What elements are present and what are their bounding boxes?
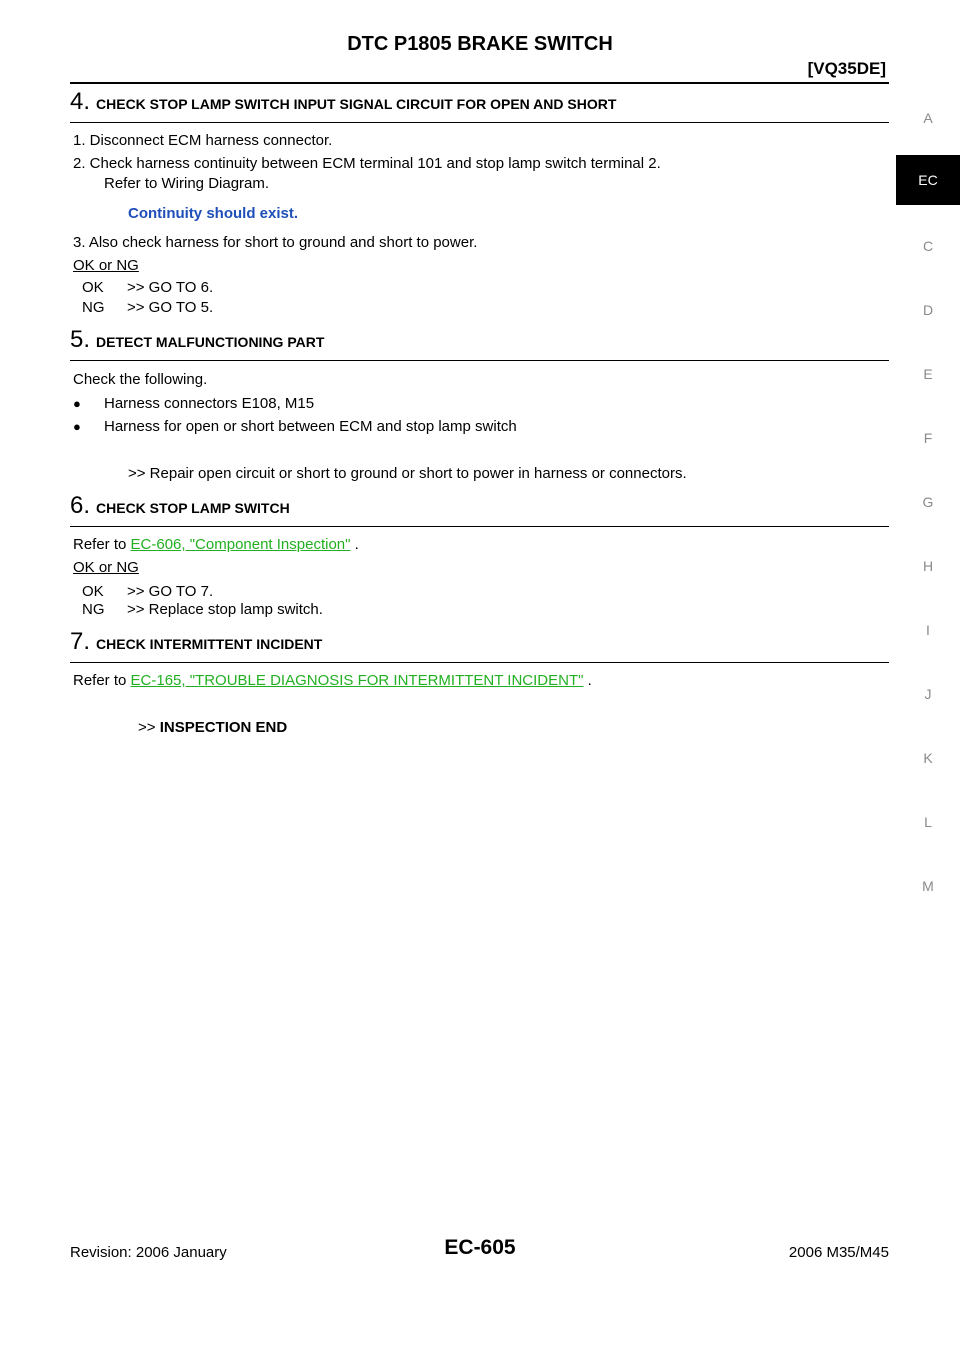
side-tab-j[interactable]: J bbox=[924, 686, 932, 702]
step-4-line-3: 3. Also check harness for short to groun… bbox=[73, 234, 478, 251]
step-4-line-2b: Refer to Wiring Diagram. bbox=[104, 175, 270, 192]
step-7-heading: 7. CHECK INTERMITTENT INCIDENT bbox=[70, 628, 889, 663]
ok-or-ng-label: OK or NG bbox=[73, 559, 139, 576]
refer-suffix: . bbox=[350, 536, 359, 553]
ok-action: >> GO TO 6. bbox=[127, 279, 214, 296]
step-title: CHECK INTERMITTENT INCIDENT bbox=[96, 636, 323, 652]
side-tab-e[interactable]: E bbox=[923, 366, 933, 382]
ok-label: OK bbox=[82, 279, 104, 296]
inspection-end: INSPECTION END bbox=[159, 719, 288, 736]
side-tab-k[interactable]: K bbox=[923, 750, 933, 766]
refer-suffix: . bbox=[583, 672, 592, 689]
footer-revision: Revision: 2006 January bbox=[70, 1244, 227, 1261]
step-5-intro: Check the following. bbox=[73, 371, 208, 388]
list-item: ● bbox=[73, 418, 81, 435]
step-title: DETECT MALFUNCTIONING PART bbox=[96, 334, 325, 350]
step-5-heading: 5. DETECT MALFUNCTIONING PART bbox=[70, 326, 889, 361]
step-4-line-2: 2. Check harness continuity between ECM … bbox=[73, 155, 661, 172]
intermittent-incident-link[interactable]: EC-165, "TROUBLE DIAGNOSIS FOR INTERMITT… bbox=[130, 672, 584, 689]
footer-page-code: EC-605 bbox=[444, 1236, 516, 1259]
footer-model: 2006 M35/M45 bbox=[788, 1244, 889, 1261]
ok-action: >> GO TO 7. bbox=[127, 583, 214, 600]
ng-action: >> GO TO 5. bbox=[127, 299, 214, 316]
page-title: DTC P1805 BRAKE SWITCH bbox=[347, 33, 613, 55]
ok-or-ng-label: OK or NG bbox=[73, 257, 139, 274]
step-title: CHECK STOP LAMP SWITCH INPUT SIGNAL CIRC… bbox=[96, 96, 617, 112]
side-tab-i[interactable]: I bbox=[926, 622, 930, 638]
header-rule bbox=[70, 82, 889, 84]
side-tab-d[interactable]: D bbox=[922, 302, 934, 318]
engine-subtitle: [VQ35DE] bbox=[807, 59, 886, 78]
bullet-icon: ● bbox=[73, 419, 81, 434]
refer-prefix: Refer to bbox=[73, 536, 131, 553]
step-5-result: >> Repair open circuit or short to groun… bbox=[128, 465, 687, 482]
side-tab-a[interactable]: A bbox=[923, 110, 933, 126]
side-tab-l[interactable]: L bbox=[924, 814, 932, 830]
step-7-refer: Refer to EC-165, "TROUBLE DIAGNOSIS FOR … bbox=[73, 672, 592, 689]
side-tab-c[interactable]: C bbox=[922, 238, 934, 254]
step-number: 7. bbox=[70, 628, 91, 655]
refer-prefix: Refer to bbox=[73, 672, 131, 689]
side-tab-g[interactable]: G bbox=[922, 494, 934, 510]
ng-action: >> Replace stop lamp switch. bbox=[127, 601, 323, 618]
step-number: 4. bbox=[70, 88, 91, 115]
side-tab-h[interactable]: H bbox=[922, 558, 934, 574]
bullet-icon: ● bbox=[73, 396, 81, 411]
list-item: ● bbox=[73, 395, 81, 412]
bullet-text: Harness connectors E108, M15 bbox=[104, 395, 315, 412]
side-tab-ec[interactable]: EC bbox=[896, 155, 960, 205]
step-4-line-1: 1. Disconnect ECM harness connector. bbox=[73, 132, 333, 149]
ng-label: NG bbox=[82, 299, 105, 316]
result-prefix: >> bbox=[138, 719, 160, 736]
ng-label: NG bbox=[82, 601, 105, 618]
step-6-heading: 6. CHECK STOP LAMP SWITCH bbox=[70, 492, 889, 527]
component-inspection-link[interactable]: EC-606, "Component Inspection" bbox=[130, 536, 351, 553]
continuity-spec: Continuity should exist. bbox=[128, 205, 299, 222]
side-tab-m[interactable]: M bbox=[922, 878, 934, 894]
step-4-heading: 4. CHECK STOP LAMP SWITCH INPUT SIGNAL CI… bbox=[70, 88, 889, 123]
step-title: CHECK STOP LAMP SWITCH bbox=[96, 500, 290, 516]
side-tab-f[interactable]: F bbox=[923, 430, 933, 446]
bullet-text: Harness for open or short between ECM an… bbox=[104, 418, 517, 435]
ok-label: OK bbox=[82, 583, 104, 600]
step-number: 6. bbox=[70, 492, 91, 519]
step-7-result: >> INSPECTION END bbox=[138, 719, 287, 736]
step-number: 5. bbox=[70, 326, 91, 353]
step-6-refer: Refer to EC-606, "Component Inspection" … bbox=[73, 536, 359, 553]
